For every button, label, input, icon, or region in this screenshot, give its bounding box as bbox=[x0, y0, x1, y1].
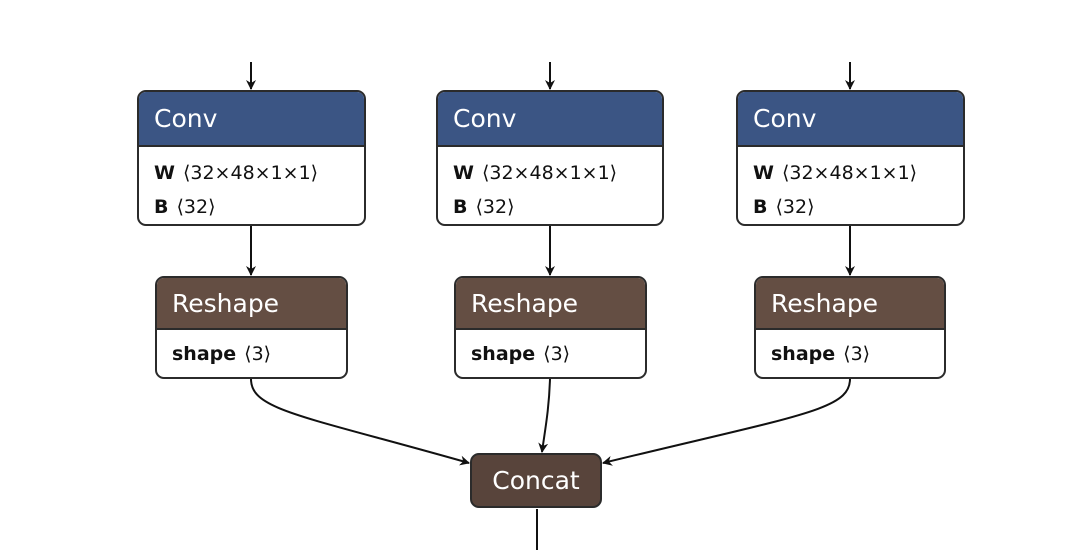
attr-value: ⟨32×48×1×1⟩ bbox=[481, 162, 618, 184]
attr-row-shape: shape ⟨3⟩ bbox=[771, 339, 944, 369]
reshape-node-title: Reshape bbox=[456, 278, 645, 330]
attr-value: ⟨32⟩ bbox=[775, 196, 815, 218]
attr-row-shape: shape ⟨3⟩ bbox=[471, 339, 645, 369]
attr-name: B bbox=[453, 196, 468, 218]
edge-reshape3-concat bbox=[602, 378, 851, 466]
reshape-node-3[interactable]: Reshape shape ⟨3⟩ bbox=[754, 276, 946, 379]
attr-name: W bbox=[154, 162, 175, 184]
concat-node-title: Concat bbox=[492, 466, 580, 495]
attr-value: ⟨32⟩ bbox=[475, 196, 515, 218]
edge-reshape2-concat bbox=[538, 378, 551, 453]
attr-row-w: W ⟨32×48×1×1⟩ bbox=[154, 156, 364, 190]
conv-node-3[interactable]: Conv W ⟨32×48×1×1⟩ B ⟨32⟩ bbox=[736, 90, 965, 226]
attr-name: B bbox=[154, 196, 169, 218]
attr-name: W bbox=[753, 162, 774, 184]
reshape-node-1[interactable]: Reshape shape ⟨3⟩ bbox=[155, 276, 348, 379]
conv-node-title: Conv bbox=[139, 92, 364, 147]
attr-row-w: W ⟨32×48×1×1⟩ bbox=[753, 156, 963, 190]
attr-name: shape bbox=[771, 343, 836, 365]
reshape-node-2[interactable]: Reshape shape ⟨3⟩ bbox=[454, 276, 647, 379]
attr-row-shape: shape ⟨3⟩ bbox=[172, 339, 346, 369]
conv-node-2[interactable]: Conv W ⟨32×48×1×1⟩ B ⟨32⟩ bbox=[436, 90, 664, 226]
conv-node-title: Conv bbox=[738, 92, 963, 147]
attr-name: W bbox=[453, 162, 474, 184]
attr-value: ⟨32×48×1×1⟩ bbox=[182, 162, 319, 184]
attr-value: ⟨3⟩ bbox=[543, 343, 571, 365]
attr-value: ⟨32×48×1×1⟩ bbox=[781, 162, 918, 184]
attr-value: ⟨3⟩ bbox=[244, 343, 272, 365]
reshape-node-title: Reshape bbox=[157, 278, 346, 330]
reshape-node-title: Reshape bbox=[756, 278, 944, 330]
attr-name: shape bbox=[471, 343, 536, 365]
attr-name: B bbox=[753, 196, 768, 218]
attr-row-b: B ⟨32⟩ bbox=[154, 190, 364, 224]
attr-name: shape bbox=[172, 343, 237, 365]
concat-node[interactable]: Concat bbox=[470, 453, 602, 508]
edge-reshape1-concat bbox=[250, 378, 470, 466]
attr-row-b: B ⟨32⟩ bbox=[753, 190, 963, 224]
conv-node-title: Conv bbox=[438, 92, 662, 147]
conv-node-1[interactable]: Conv W ⟨32×48×1×1⟩ B ⟨32⟩ bbox=[137, 90, 366, 226]
attr-value: ⟨3⟩ bbox=[843, 343, 871, 365]
attr-value: ⟨32⟩ bbox=[176, 196, 216, 218]
attr-row-w: W ⟨32×48×1×1⟩ bbox=[453, 156, 662, 190]
attr-row-b: B ⟨32⟩ bbox=[453, 190, 662, 224]
